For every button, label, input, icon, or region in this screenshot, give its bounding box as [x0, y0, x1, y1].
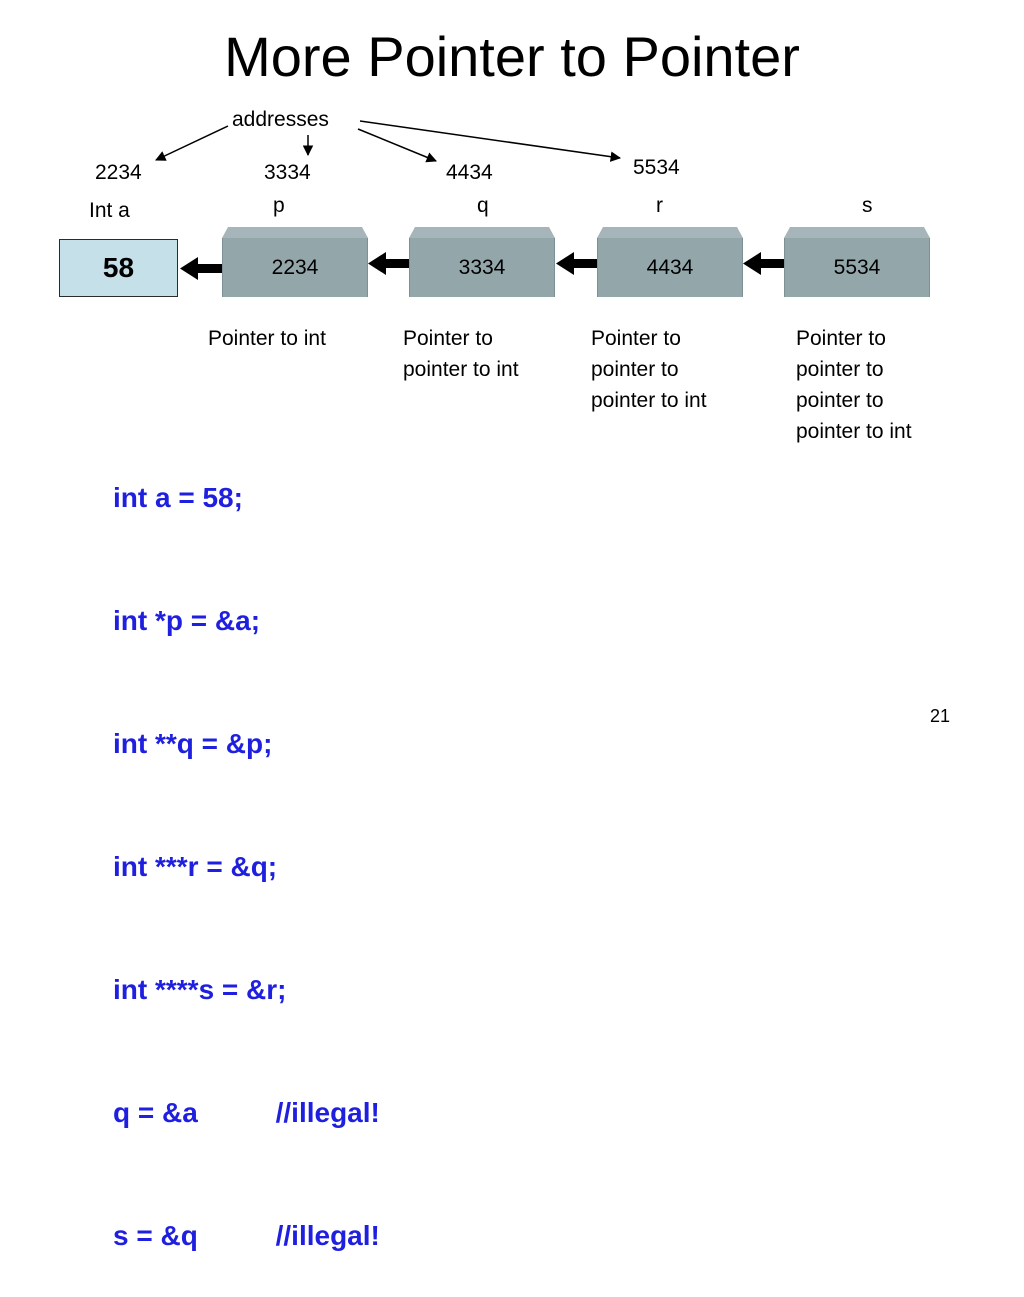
- address-arrow-r: [359, 120, 622, 162]
- value-a: 58: [102, 252, 135, 283]
- address-q: 4434: [446, 161, 493, 184]
- description-r: Pointer to pointer to pointer to int: [591, 327, 707, 412]
- description-q: Pointer to pointer to int: [403, 327, 519, 381]
- pointer-value-r: 4434: [646, 255, 694, 279]
- page-number: 21: [930, 706, 951, 726]
- address-arrow-a: [155, 125, 229, 161]
- address-a: 2234: [95, 161, 142, 184]
- slide-title: More Pointer to Pointer: [224, 25, 800, 88]
- code-line: int *p = &a;: [113, 605, 261, 636]
- pointer-arrow-s-to-r: [743, 252, 784, 275]
- name-s: s: [862, 194, 873, 217]
- pointer-arrow-p-to-a: [180, 257, 222, 280]
- description-p: Pointer to int: [208, 327, 326, 350]
- value-box-a: 58: [59, 239, 178, 297]
- code-line: int ****s = &r;: [113, 974, 287, 1005]
- code-line: int ***r = &q;: [113, 851, 278, 882]
- code-line: q = &a //illegal!: [113, 1097, 380, 1128]
- pointer-box-q: 3334: [409, 227, 555, 297]
- pointer-value-q: 3334: [458, 255, 506, 279]
- code-line: s = &q //illegal!: [113, 1220, 380, 1251]
- arrows-layer: [155, 120, 784, 280]
- pointer-box-s: 5534: [784, 227, 930, 297]
- code-line: int **q = &p;: [113, 728, 273, 759]
- description-s: Pointer to pointer to pointer to pointer…: [796, 327, 912, 443]
- code-line: int a = 58;: [113, 482, 243, 513]
- name-p: p: [273, 194, 285, 217]
- address-arrow-q: [357, 128, 437, 163]
- pointer-value-s: 5534: [833, 255, 881, 279]
- addresses-label: addresses: [232, 108, 329, 131]
- pointer-value-p: 2234: [271, 255, 319, 279]
- address-p: 3334: [264, 161, 311, 184]
- pointer-box-p: 2234: [222, 227, 368, 297]
- name-q: q: [477, 194, 489, 217]
- pointer-arrow-r-to-q: [556, 252, 597, 275]
- pointer-arrow-q-to-p: [368, 252, 409, 275]
- pointer-box-r: 4434: [597, 227, 743, 297]
- address-r: 5534: [633, 156, 680, 179]
- name-a: Int a: [89, 199, 130, 222]
- name-r: r: [656, 194, 663, 217]
